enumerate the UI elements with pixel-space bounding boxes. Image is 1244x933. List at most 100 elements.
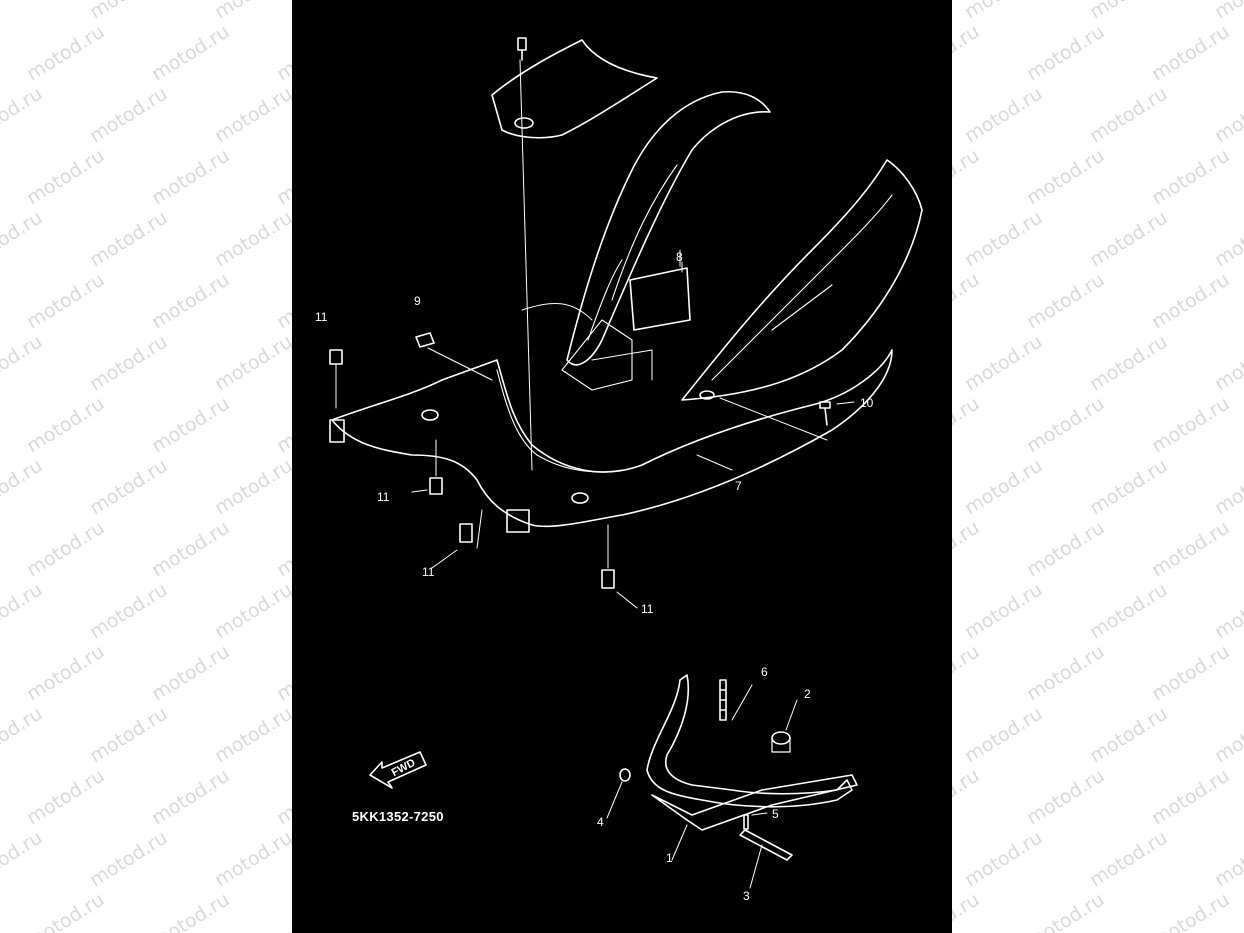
- watermark-text: motod.ru: [960, 578, 1047, 644]
- watermark-text: motod.ru: [1211, 0, 1244, 23]
- watermark-text: motod.ru: [210, 578, 297, 644]
- callout-6: 6: [761, 665, 768, 679]
- watermark-text: motod.ru: [147, 516, 234, 582]
- watermark-text: motod.ru: [1210, 330, 1244, 396]
- watermark-text: motod.ru: [0, 0, 46, 23]
- watermark-text: motod.ru: [1210, 454, 1244, 520]
- watermark-text: motod.ru: [960, 826, 1047, 892]
- top-bolt: [517, 37, 527, 61]
- bolt-hole: [514, 117, 534, 129]
- stand-bolt: [739, 829, 793, 861]
- left-rail: [566, 90, 771, 366]
- watermark-text: motod.ru: [22, 20, 109, 86]
- watermark-text: motod.ru: [1085, 82, 1172, 148]
- watermark-text: motod.ru: [147, 144, 234, 210]
- fwd-arrow: [369, 751, 427, 789]
- watermark-text: motod.ru: [1147, 144, 1234, 210]
- watermark-text: motod.ru: [1210, 826, 1244, 892]
- watermark-text: motod.ru: [22, 268, 109, 334]
- watermark-text: motod.ru: [1086, 0, 1172, 23]
- bolt-10: [819, 401, 831, 426]
- watermark-text: motod.ru: [1210, 82, 1244, 148]
- watermark-text: motod.ru: [147, 888, 234, 933]
- watermark-text: motod.ru: [147, 640, 234, 706]
- watermark-text: motod.ru: [85, 578, 172, 644]
- callout-1: 1: [666, 851, 673, 865]
- stand-washer: [619, 768, 631, 782]
- callout-2: 2: [804, 687, 811, 701]
- callout-7: 7: [735, 479, 742, 493]
- watermark-text: motod.ru: [86, 0, 172, 23]
- watermark-text: motod.ru: [1085, 206, 1172, 272]
- watermark-text: motod.ru: [1210, 206, 1244, 272]
- watermark-text: motod.ru: [1022, 888, 1109, 933]
- stand-nut: [771, 731, 791, 745]
- watermark-text: motod.ru: [1147, 20, 1234, 86]
- callout-11-a: 11: [315, 310, 328, 324]
- callout-10: 10: [860, 396, 874, 410]
- watermark-text: motod.ru: [1147, 268, 1234, 334]
- watermark-text: motod.ru: [0, 702, 47, 768]
- watermark-text: motod.ru: [1210, 578, 1244, 644]
- floor-hole-right: [699, 390, 715, 400]
- watermark-text: motod.ru: [960, 330, 1047, 396]
- watermark-text: motod.ru: [22, 144, 109, 210]
- callout-11-d: 11: [641, 602, 654, 616]
- watermark-text: motod.ru: [85, 82, 172, 148]
- watermark-text: motod.ru: [1210, 702, 1244, 768]
- watermark-text: motod.ru: [0, 82, 47, 148]
- watermark-text: motod.ru: [1085, 578, 1172, 644]
- watermark-text: motod.ru: [1022, 516, 1109, 582]
- callout-3: 3: [743, 889, 750, 903]
- stand-pin: [743, 814, 749, 830]
- watermark-text: motod.ru: [1147, 888, 1234, 933]
- watermark-text: motod.ru: [1147, 640, 1234, 706]
- watermark-text: motod.ru: [147, 392, 234, 458]
- watermark-text: motod.ru: [1022, 144, 1109, 210]
- seat-cover-part: [491, 39, 658, 139]
- guide-line: [519, 59, 533, 471]
- watermark-text: motod.ru: [960, 82, 1047, 148]
- watermark-text: motod.ru: [147, 764, 234, 830]
- watermark-text: motod.ru: [1085, 454, 1172, 520]
- floor-hole-left: [421, 409, 439, 421]
- callout-8: 8: [676, 250, 683, 264]
- watermark-text: motod.ru: [1085, 826, 1172, 892]
- watermark-text: motod.ru: [22, 888, 109, 933]
- stand-spring: [719, 679, 727, 721]
- watermark-text: motod.ru: [960, 206, 1047, 272]
- part-code: 5KK1352-7250: [352, 809, 444, 824]
- watermark-text: motod.ru: [22, 764, 109, 830]
- watermark-text: motod.ru: [85, 702, 172, 768]
- clip-11-c: [429, 477, 443, 495]
- watermark-text: motod.ru: [211, 0, 297, 23]
- watermark-text: motod.ru: [1147, 392, 1234, 458]
- callout-5: 5: [772, 807, 779, 821]
- watermark-text: motod.ru: [1022, 392, 1109, 458]
- clip-11-d: [459, 523, 473, 543]
- clip-11-b: [329, 419, 345, 443]
- clip-9: [415, 332, 435, 348]
- watermark-text: motod.ru: [85, 330, 172, 396]
- watermark-text: motod.ru: [960, 454, 1047, 520]
- right-rail: [681, 159, 923, 401]
- watermark-text: motod.ru: [210, 330, 297, 396]
- watermark-text: motod.ru: [85, 206, 172, 272]
- watermark-text: motod.ru: [0, 330, 47, 396]
- watermark-text: motod.ru: [210, 702, 297, 768]
- callout-11-c: 11: [422, 565, 435, 579]
- clip-11-a: [329, 349, 343, 365]
- exploded-parts-diagram: [329, 37, 923, 889]
- watermark-text: motod.ru: [0, 578, 47, 644]
- watermark-text: motod.ru: [22, 640, 109, 706]
- clip-11-e: [506, 509, 530, 533]
- watermark-text: motod.ru: [210, 454, 297, 520]
- watermark-text: motod.ru: [22, 516, 109, 582]
- floor-body: [331, 349, 893, 528]
- diagram-panel: 8 9 11 10 7 11 11 11 6 2 5 4 1 3 FWD 5KK…: [292, 0, 952, 933]
- watermark-text: motod.ru: [85, 826, 172, 892]
- watermark-text: motod.ru: [961, 0, 1047, 23]
- watermark-text: motod.ru: [1085, 702, 1172, 768]
- watermark-text: motod.ru: [1147, 516, 1234, 582]
- watermark-text: motod.ru: [1022, 764, 1109, 830]
